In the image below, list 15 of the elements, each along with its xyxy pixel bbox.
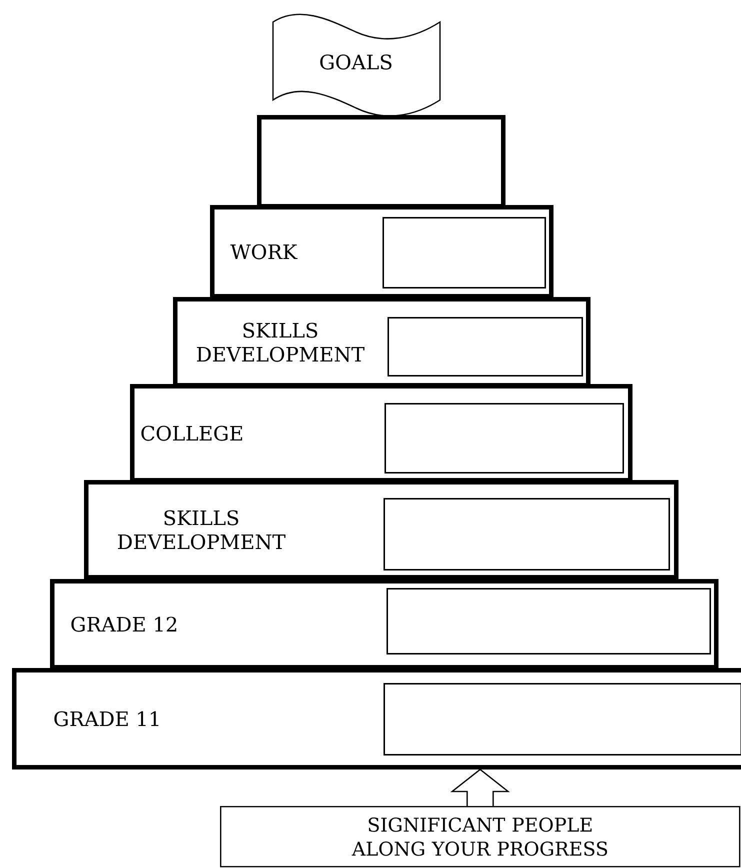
banner: GOALS: [272, 14, 441, 116]
step-box: GRADE 12: [50, 579, 718, 670]
step-box: COLLEGE: [130, 384, 632, 482]
answer-box: [388, 317, 583, 376]
answer-box: [384, 403, 624, 474]
answer-box: [382, 217, 546, 288]
step-box: SKILLS DEVELOPMENT: [84, 480, 678, 580]
step-box: WORK: [210, 205, 554, 298]
text-box: SIGNIFICANT PEOPLE ALONG YOUR PROGRESS: [220, 806, 740, 868]
block-arrow: [450, 768, 510, 807]
answer-box: [386, 588, 711, 654]
step-box: SKILLS DEVELOPMENT: [173, 297, 590, 388]
answer-box: [384, 498, 670, 570]
answer-box: [384, 683, 741, 756]
step-box: GRADE 11: [12, 668, 741, 770]
